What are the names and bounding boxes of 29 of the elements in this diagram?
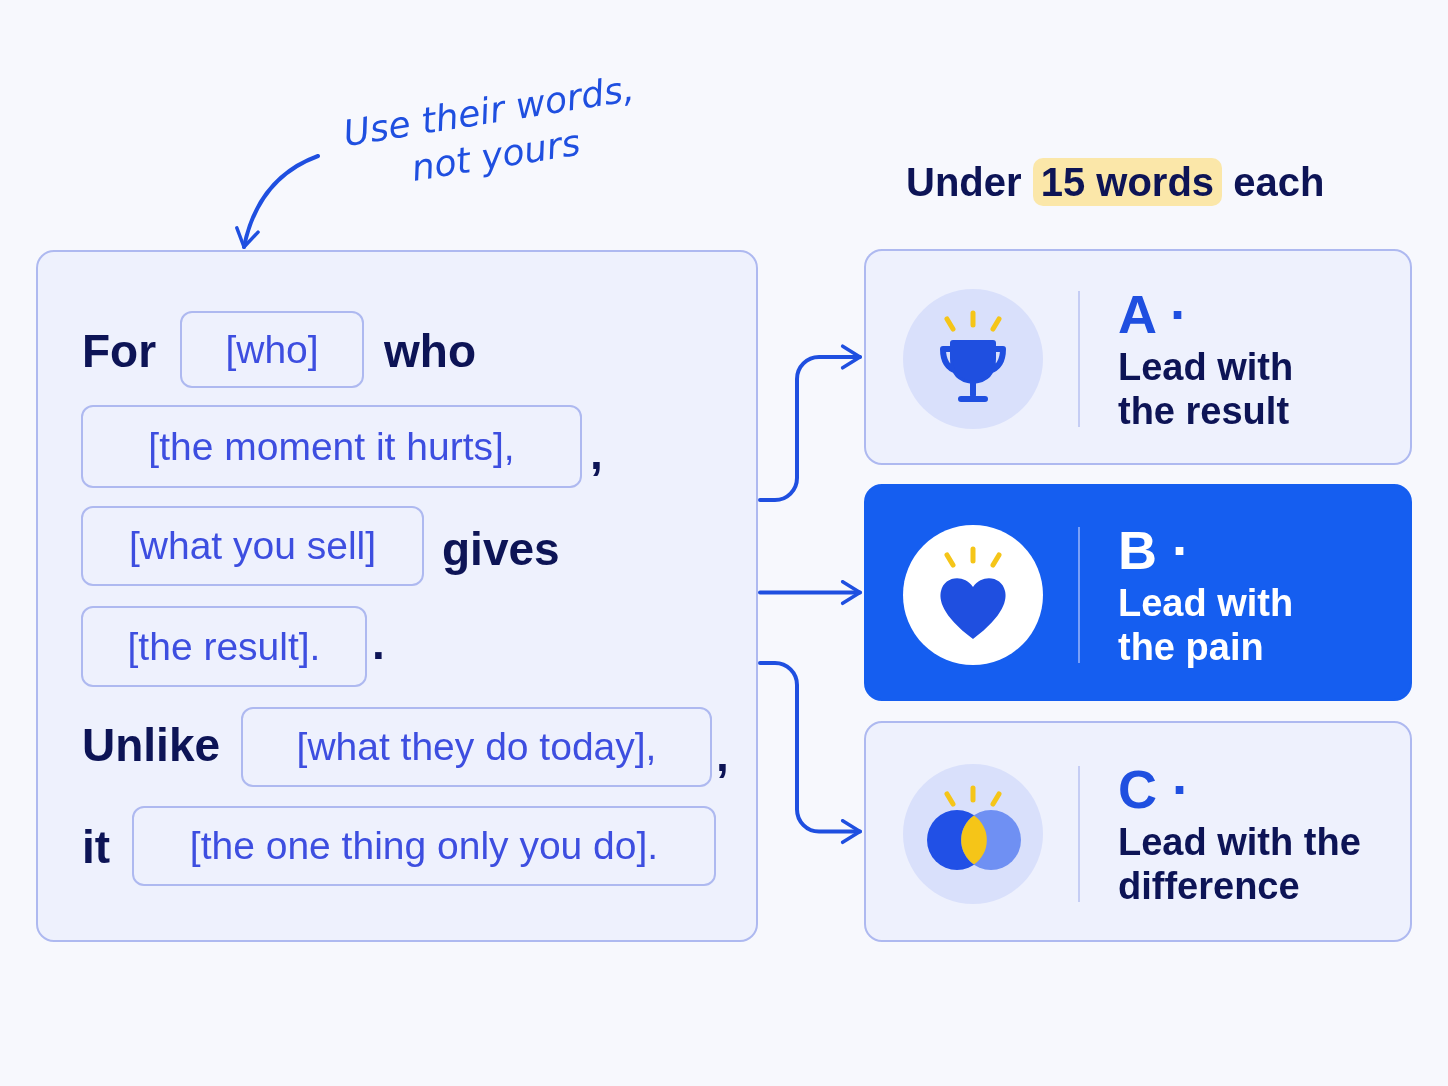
sentence-word: Unlike (82, 722, 221, 768)
fill-in-blank: [the result]. (81, 606, 367, 687)
option-text: Lead with the result (1118, 345, 1295, 434)
fill-in-blank: [who] (180, 311, 364, 388)
fill-in-blank: [what they do today], (241, 707, 712, 787)
sentence-word: it (82, 824, 111, 870)
template-panel (36, 250, 758, 942)
heading: Under 15 words each (906, 160, 1325, 205)
handwritten-note: Use their words, not yours (312, 61, 674, 215)
arrow (758, 661, 862, 845)
option-card (864, 484, 1412, 701)
fill-in-blank: [what you sell] (81, 506, 424, 586)
arrow (235, 154, 320, 249)
option-letter: C · (1118, 761, 1190, 816)
punctuation: , (590, 430, 603, 476)
option-letter: A · (1118, 287, 1188, 341)
option-text: Lead with the pain (1118, 580, 1295, 670)
arrow (758, 344, 862, 502)
fill-in-blank: [the moment it hurts], (81, 405, 582, 488)
option-text: Lead with the difference (1118, 819, 1362, 909)
option-card (864, 249, 1412, 465)
arrow (758, 579, 862, 606)
option-letter: B · (1118, 522, 1190, 577)
punctuation: , (716, 732, 729, 778)
punctuation: . (372, 620, 385, 666)
sentence-word: For (82, 328, 157, 374)
option-card (864, 721, 1412, 942)
fill-in-blank: [the one thing only you do]. (132, 806, 716, 886)
sentence-word: who (384, 328, 476, 374)
